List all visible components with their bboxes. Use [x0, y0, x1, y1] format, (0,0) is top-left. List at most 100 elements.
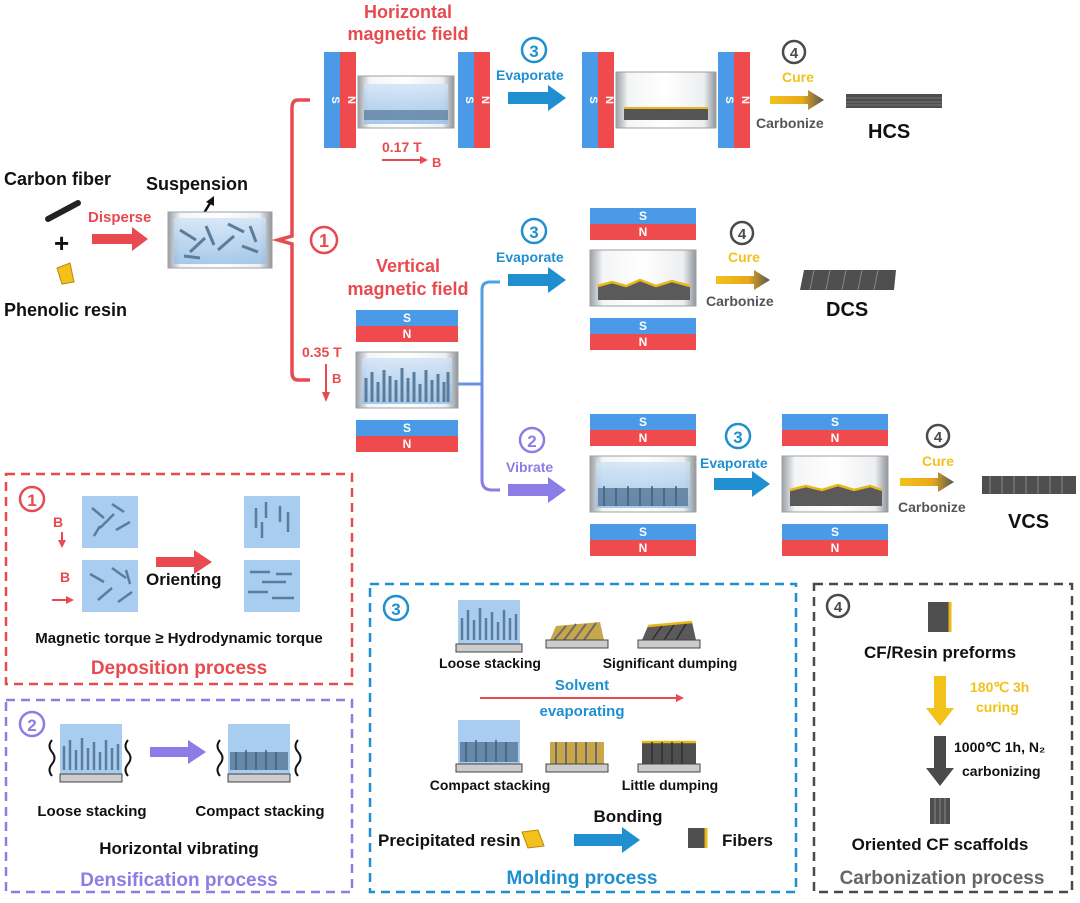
vcs-evaporate-arrow: [714, 471, 770, 497]
suspension-label: Suspension: [146, 174, 248, 194]
vertical-magnet-bottom: S N: [356, 420, 458, 452]
svg-text:2: 2: [27, 716, 36, 735]
fibers-icon: [688, 828, 708, 848]
phenolic-resin-label: Phenolic resin: [4, 300, 127, 320]
scaffolds-label: Oriented CF scaffolds: [852, 835, 1029, 854]
svg-text:N: N: [603, 96, 615, 104]
densification-compact-label: Compact stacking: [195, 803, 324, 820]
vcs-magnet-top-2: S N: [782, 414, 888, 446]
curing-temp-label: 180℃ 3h: [970, 679, 1029, 695]
step-2-badge: [518, 426, 546, 454]
vcs-label: VCS: [1008, 511, 1049, 533]
deposition-tile-4: [244, 560, 300, 612]
svg-text:N: N: [739, 96, 751, 104]
deposition-tile-2: [82, 560, 138, 612]
dcs-cure-label: Cure: [728, 249, 760, 265]
vcs-magnet-bottom-2: S N: [782, 524, 888, 556]
dcs-sample: [800, 269, 896, 291]
deposition-title: Deposition process: [91, 658, 267, 679]
horizontal-magnet-right: S N: [458, 52, 491, 148]
precipitated-resin-label: Precipitated resin: [378, 831, 521, 850]
vcs-cure-label: Cure: [922, 453, 954, 469]
vcs-cure-arrow: [900, 472, 954, 492]
horizontal-magnet-left: S N: [324, 52, 357, 148]
svg-text:N: N: [345, 96, 357, 104]
bonding-arrow: [574, 827, 640, 853]
densification-step-badge: [18, 710, 46, 738]
horizontal-title-2: magnetic field: [347, 24, 468, 44]
deposition-box: [4, 472, 354, 686]
svg-text:N: N: [831, 541, 840, 555]
torque-label: Magnetic torque ≥ Hydrodynamic torque: [35, 630, 322, 647]
svg-text:N: N: [639, 541, 648, 555]
svg-text:N: N: [831, 431, 840, 445]
svg-text:S: S: [587, 96, 599, 103]
svg-text:N: N: [479, 96, 491, 104]
step-4-badge-horizontal: [781, 39, 807, 65]
molding-significant-sample: [545, 622, 609, 649]
preform-sample: [928, 602, 952, 632]
vcs-carbonize-label: Carbonize: [898, 499, 966, 515]
vcs-evaporate-label: Evaporate: [700, 455, 768, 471]
horizontal-container-2: [615, 71, 717, 129]
dcs-magnet-top: S N: [590, 208, 696, 240]
dcs-label: DCS: [826, 299, 868, 321]
molding-compact-sample: [455, 720, 523, 773]
step-4-badge-vcs: [925, 423, 951, 449]
hcs-sample: [846, 94, 942, 108]
svg-text:N: N: [639, 431, 648, 445]
vertical-title-1: Vertical: [376, 256, 440, 276]
vibrate-arrow: [508, 477, 566, 503]
carbonizing-label: carbonizing: [962, 763, 1041, 779]
horizontal-cure-arrow: [770, 90, 824, 110]
split-bracket: [458, 280, 500, 492]
plus-sign: +: [54, 228, 69, 258]
dcs-evaporate-label: Evaporate: [496, 249, 564, 265]
horizontal-title-1: Horizontal: [364, 2, 452, 22]
molding-significant-sample-2: [637, 620, 701, 649]
molding-little-sample-2: [637, 740, 701, 773]
svg-text:N: N: [403, 327, 412, 341]
svg-text:S: S: [639, 525, 647, 539]
scaffold-sample: [930, 798, 950, 824]
compact-stacking-sample: [227, 724, 291, 783]
densification-title: Densification process: [80, 870, 277, 891]
densification-box: [4, 698, 354, 894]
molding-little-label: Little dumping: [622, 777, 718, 793]
dcs-magnet-bottom: S N: [590, 318, 696, 350]
hcs-label: HCS: [868, 121, 910, 143]
carbon-fiber-icon: [45, 200, 81, 222]
dcs-cure-arrow: [716, 270, 770, 290]
svg-text:N: N: [403, 437, 412, 451]
evaporating-label: evaporating: [539, 703, 624, 720]
horizontal-magnet-left-2: S N: [582, 52, 615, 148]
svg-text:S: S: [463, 96, 475, 103]
svg-text:N: N: [639, 225, 648, 239]
carbonizing-temp-label: 1000℃ 1h, N₂: [954, 739, 1045, 755]
densification-loose-label: Loose stacking: [37, 803, 146, 820]
dcs-container: [589, 249, 697, 307]
fibers-label: Fibers: [722, 831, 773, 850]
curing-label: curing: [976, 699, 1019, 715]
deposition-step-badge: [18, 485, 46, 513]
vcs-container-2: [781, 455, 889, 513]
svg-text:S: S: [639, 415, 647, 429]
horizontal-container-1: [357, 75, 455, 129]
dcs-carbonize-label: Carbonize: [706, 293, 774, 309]
vertical-field-strength: 0.35 T: [302, 344, 342, 360]
vcs-sample: [982, 476, 1076, 494]
vertical-title-2: magnetic field: [347, 279, 468, 299]
svg-text:N: N: [639, 335, 648, 349]
horizontal-magnet-right-2: S N: [718, 52, 751, 148]
deposition-b1: B: [53, 514, 63, 530]
vcs-magnet-top-1: S N: [590, 414, 696, 446]
solvent-label: Solvent: [555, 677, 609, 694]
step-1-number: 1: [319, 231, 329, 251]
svg-text:S: S: [831, 415, 839, 429]
disperse-label: Disperse: [88, 209, 151, 226]
curing-arrow: [926, 676, 954, 726]
orienting-label: Orienting: [146, 570, 222, 589]
dcs-evaporate-arrow: [508, 267, 566, 293]
vertical-container: [355, 351, 459, 409]
disperse-arrow: [92, 227, 148, 251]
